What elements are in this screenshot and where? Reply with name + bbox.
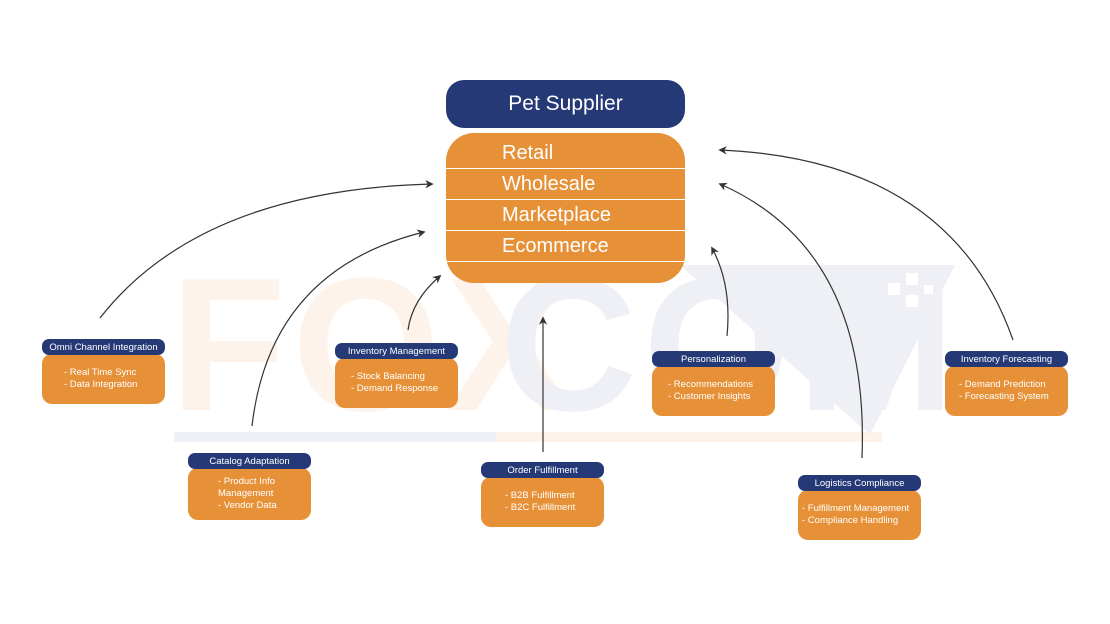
arrow-inventory-mgmt — [407, 274, 442, 331]
channel-wholesale: Wholesale — [446, 169, 685, 200]
channel-retail: Retail — [446, 138, 685, 169]
node-item: - Demand Response — [351, 383, 439, 394]
node-item: - Stock Balancing — [351, 371, 425, 383]
node-item: - Fulfillment Management — [802, 503, 910, 515]
node-item: - Data Integration — [64, 379, 138, 390]
node-title: Omni Channel Integration — [42, 339, 165, 355]
watermark-underline-right — [496, 432, 882, 442]
node-title: Logistics Compliance — [798, 475, 921, 491]
node-body: - Product Info Management - Vendor Data — [188, 468, 311, 520]
arrow-personalization — [711, 246, 729, 337]
hub-title: Pet Supplier — [446, 80, 685, 128]
node-body: - Real Time Sync - Data Integration — [42, 354, 165, 404]
node-item: - Recommendations — [668, 379, 754, 391]
node-body: - Demand Prediction - Forecasting System — [945, 366, 1068, 416]
node-title: Catalog Adaptation — [188, 453, 311, 469]
hub-channels: Retail Wholesale Marketplace Ecommerce — [446, 133, 685, 283]
node-item: - Real Time Sync — [64, 367, 137, 379]
node-order-fulfillment: Order Fulfillment - B2B Fulfillment - B2… — [481, 462, 604, 527]
arrow-logistics — [718, 182, 864, 459]
node-title: Personalization — [652, 351, 775, 367]
arrow-catalog — [251, 229, 426, 427]
watermark-triangle — [680, 265, 955, 435]
node-item: - Customer Insights — [668, 391, 751, 402]
node-body: - Recommendations - Customer Insights — [652, 366, 775, 416]
channel-marketplace: Marketplace — [446, 200, 685, 231]
node-title: Inventory Management — [335, 343, 458, 359]
watermark-underline-left — [174, 432, 496, 442]
node-title: Order Fulfillment — [481, 462, 604, 478]
node-item: - Demand Prediction — [959, 379, 1046, 391]
node-item: - B2B Fulfillment — [505, 490, 575, 502]
channel-ecommerce: Ecommerce — [446, 231, 685, 262]
node-logistics-compliance: Logistics Compliance - Fulfillment Manag… — [798, 475, 921, 540]
node-item: - B2C Fulfillment — [505, 502, 576, 513]
node-title: Inventory Forecasting — [945, 351, 1068, 367]
node-catalog-adaptation: Catalog Adaptation - Product Info Manage… — [188, 453, 311, 520]
node-body: - B2B Fulfillment - B2C Fulfillment — [481, 477, 604, 527]
node-inventory-forecasting: Inventory Forecasting - Demand Predictio… — [945, 351, 1068, 416]
node-body: - Stock Balancing - Demand Response — [335, 358, 458, 408]
node-body: - Fulfillment Management - Compliance Ha… — [798, 490, 921, 540]
arrow-omni-channel — [99, 179, 434, 319]
arrow-forecasting — [718, 146, 1014, 341]
node-personalization: Personalization - Recommendations - Cust… — [652, 351, 775, 416]
node-item: - Forecasting System — [959, 391, 1049, 402]
node-item: - Product Info Management — [218, 476, 276, 500]
node-inventory-management: Inventory Management - Stock Balancing -… — [335, 343, 458, 408]
node-item: - Vendor Data — [218, 499, 277, 511]
node-item: - Compliance Handling — [802, 515, 899, 526]
node-omni-channel-integration: Omni Channel Integration - Real Time Syn… — [42, 339, 165, 404]
